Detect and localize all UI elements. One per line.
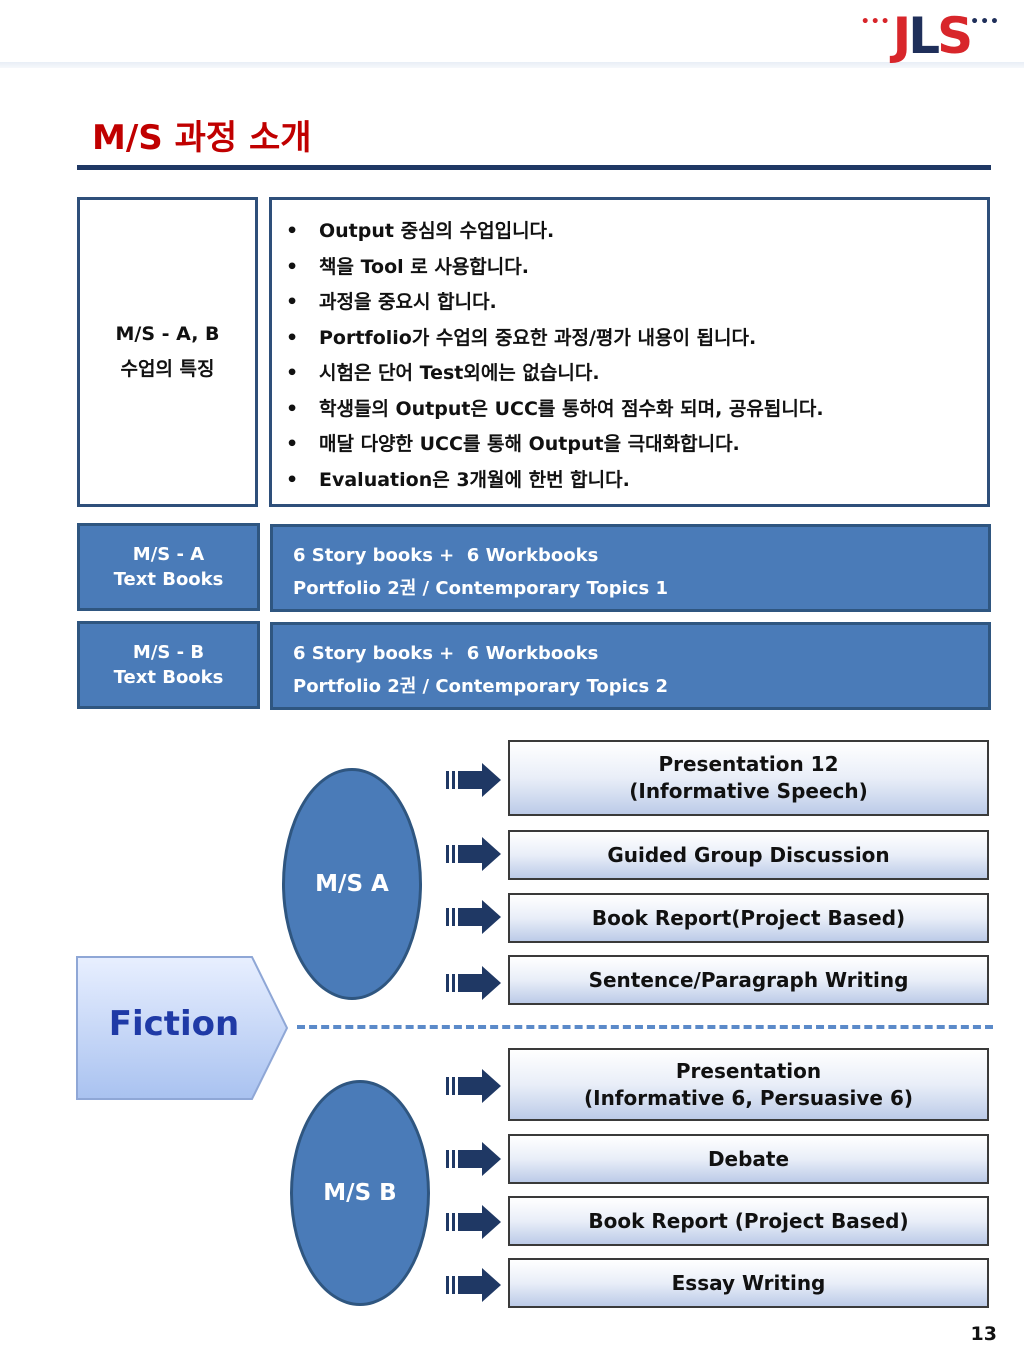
feature-item: 시험은 단어 Test외에는 없습니다. [286,356,977,392]
activity-box-ms-b: Book Report (Project Based) [508,1196,989,1246]
textbooks-b-label-line1: M/S - B [132,642,205,663]
activity-line2: (Informative 6, Persuasive 6) [583,1085,914,1110]
activity-box-ms-b: Presentation (Informative 6, Persuasive … [508,1048,989,1121]
textbooks-b-label-line2: Text Books [113,667,224,688]
activity-box-ms-a: Presentation 12 (Informative Speech) [508,740,989,816]
textbooks-a-label-line1: M/S - A [132,544,205,565]
activity-line1: Guided Group Discussion [607,842,890,867]
logo-dots-left: ••• [860,14,891,30]
arrow-right-icon [446,1142,501,1176]
textbooks-b-details: 6 Story books + 6 Workbooks Portfolio 2권… [270,622,991,710]
logo-letter-s: S [937,7,973,65]
textbooks-a-line2: Portfolio 2권 / Contemporary Topics 1 [293,578,668,599]
activity-box-ms-a: Sentence/Paragraph Writing [508,955,989,1005]
activity-box-ms-a: Guided Group Discussion [508,830,989,880]
header-band [0,62,1024,68]
features-list-box: Output 중심의 수업입니다. 책을 Tool 로 사용합니다. 과정을 중… [269,197,990,507]
activity-line1: Book Report(Project Based) [591,905,906,930]
arrow-right-icon [446,966,501,1000]
activity-line1: Essay Writing [671,1270,826,1295]
arrow-right-icon [446,1069,501,1103]
textbooks-a-line1: 6 Story books + 6 Workbooks [293,545,599,566]
features-label-line2: 수업의 특징 [120,358,215,380]
feature-item: 과정을 중요시 합니다. [286,285,977,321]
feature-item: 매달 다양한 UCC를 통해 Output을 극대화합니다. [286,427,977,463]
fiction-pentagon-shape [76,956,289,1100]
feature-item: 책을 Tool 로 사용합니다. [286,250,977,286]
jls-logo: ••• J L S ••• [860,7,1002,65]
ms-b-oval: M/S B [290,1080,430,1306]
logo-letter-j: J [892,7,912,65]
activity-box-ms-a: Book Report(Project Based) [508,893,989,943]
logo-dots-right: ••• [970,14,1000,30]
fiction-label: Fiction [108,1004,240,1044]
ms-a-label: M/S A [315,871,389,897]
logo-letter-l: L [908,7,940,65]
textbooks-a-label: M/S - A Text Books [77,523,260,611]
activity-line1: Presentation 12 [658,752,839,776]
page-number: 13 [970,1323,997,1345]
textbooks-a-label-line2: Text Books [113,569,224,590]
activity-box-ms-b: Essay Writing [508,1258,989,1308]
arrow-right-icon [446,763,501,797]
textbooks-a-details: 6 Story books + 6 Workbooks Portfolio 2권… [270,524,991,612]
activity-line1: Presentation [675,1058,822,1083]
feature-item: Evaluation은 3개월에 한번 합니다. [286,463,977,499]
features-label-line1: M/S - A, B [115,323,220,345]
activity-line2: (Informative Speech) [629,779,868,803]
ms-a-oval: M/S A [282,768,422,1000]
page-title: M/S 과정 소개 [92,118,312,158]
title-divider [77,165,991,170]
textbooks-b-line1: 6 Story books + 6 Workbooks [293,643,599,664]
activity-box-ms-b: Debate [508,1134,989,1184]
arrow-right-icon [446,900,501,934]
features-list: Output 중심의 수업입니다. 책을 Tool 로 사용합니다. 과정을 중… [286,214,977,498]
feature-item: Output 중심의 수업입니다. [286,214,977,250]
feature-item: Portfolio가 수업의 중요한 과정/평가 내용이 됩니다. [286,321,977,357]
arrow-right-icon [446,1205,501,1239]
features-label-box: M/S - A, B 수업의 특징 [77,197,258,507]
feature-item: 학생들의 Output은 UCC를 통하여 점수화 되며, 공유됩니다. [286,392,977,428]
ms-b-label: M/S B [323,1180,397,1206]
arrow-right-icon [446,1268,501,1302]
activity-line1: Sentence/Paragraph Writing [588,967,909,992]
textbooks-b-line2: Portfolio 2권 / Contemporary Topics 2 [293,676,668,697]
arrow-right-icon [446,837,501,871]
activity-line1: Book Report (Project Based) [588,1208,909,1233]
textbooks-b-label: M/S - B Text Books [77,621,260,709]
divider-dashed-line [297,1025,993,1029]
activity-line1: Debate [707,1146,790,1171]
